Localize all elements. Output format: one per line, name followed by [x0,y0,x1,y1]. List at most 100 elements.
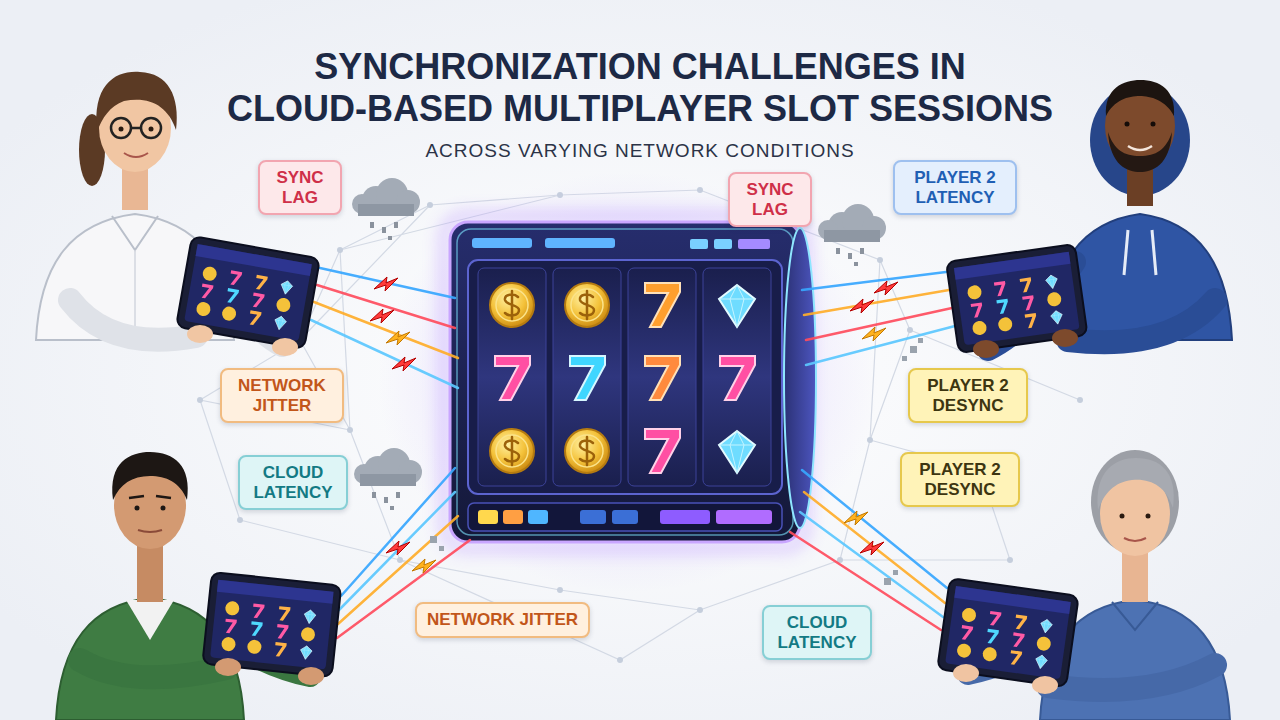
seven-symbol [495,356,530,400]
lightning-bolt [412,559,436,573]
eye [1120,514,1125,519]
machine-button [528,510,548,524]
title-word: CLOUD-BASED [227,88,493,129]
collar [112,216,158,250]
status-tag: CLOUD LATENCY [762,605,872,660]
button-bar [468,503,782,531]
seven-symbol [570,356,605,400]
web-dot [427,202,433,208]
debris [884,578,891,585]
tag-text: SYNC LAG [740,180,800,219]
title-word: SYNCHRONIZATION [314,46,661,87]
eye [1151,122,1156,127]
hood-string [1152,230,1156,275]
hood-string [1124,230,1128,275]
tag-text: PLAYER 2 DESYNC [920,376,1016,415]
hand [187,325,213,343]
eye [1125,122,1130,127]
seven-symbol [645,356,680,400]
signal-line [802,272,946,290]
lightning-bolt [392,357,416,371]
hand [215,658,241,676]
status-tag: PLAYER 2 DESYNC [900,452,1020,507]
title-word: SESSIONS [869,88,1053,129]
machine-button [612,510,638,524]
beard [1108,132,1172,172]
title-word [662,46,672,87]
tag-text: PLAYER 2 DESYNC [912,460,1008,499]
signal-line [806,308,952,340]
lightning-bolt [374,277,398,291]
debris [910,346,917,353]
mouth [124,153,148,157]
title-word: MULTIPLAYER [503,88,753,129]
tablet [946,244,1088,353]
eye [149,127,154,132]
signal-line [314,302,458,358]
hands [187,325,1078,694]
title-word [493,88,503,129]
hand [1052,329,1078,347]
status-tag: SYNC LAG [258,160,342,215]
coin-symbol [490,283,534,327]
label-block: ACROSS VARYING NETWORK CONDITIONS [0,140,1280,163]
top-bar [545,238,615,248]
machine-button [660,510,710,524]
title-word [859,88,869,129]
mouth [1128,146,1152,150]
seven-symbol [720,356,755,400]
top-button [690,239,708,249]
web-dot [197,397,203,403]
tablet [937,578,1079,687]
eye [135,506,140,511]
lightning-bolt [860,541,884,555]
glasses [141,118,161,138]
status-tag: CLOUD LATENCY [238,455,348,510]
slot-machine [444,216,816,548]
lightning-bolt [370,309,394,323]
lightning-bolts [370,277,898,573]
neck [1122,552,1148,602]
debris [430,536,437,543]
lightning-bolt [386,541,410,555]
lightning-bolt [386,331,410,345]
reel-cylinder [784,228,816,528]
glasses [111,118,131,138]
web-dot [877,257,883,263]
web-dot [557,587,563,593]
title-word: SLOT [763,88,859,129]
reel [703,268,771,486]
status-tag: PLAYER 2 LATENCY [893,160,1017,215]
web-dot [697,607,703,613]
title: SYNCHRONIZATION CHALLENGES IN CLOUD-BASE… [200,46,1080,131]
status-tag: NETWORK JITTER [220,368,344,423]
top-button [738,239,770,249]
t-shirt [126,600,174,640]
arm [1048,665,1215,690]
machine-button [503,510,523,524]
gem-symbol [719,285,755,327]
title-word [753,88,763,129]
web-dot [1077,397,1083,403]
hair [96,72,176,132]
signal-lines [311,268,955,638]
web-dot [397,557,403,563]
machine-halo [378,172,878,592]
signal-line [806,326,955,365]
machine-inner-edge [457,229,793,535]
signal-line [341,468,455,596]
web-dot [617,657,623,663]
collar [1112,602,1158,630]
status-tag: NETWORK JITTER [415,602,590,638]
hair [1098,458,1174,510]
hand [1032,676,1058,694]
title-word [920,46,930,87]
lightning-bolt [862,327,886,341]
debris [439,546,444,551]
coin-symbol [565,283,609,327]
lightning-bolt [874,281,898,295]
status-tag: PLAYER 2 DESYNC [908,368,1028,423]
storm-cloud [352,178,420,240]
eye [1146,514,1151,519]
tablet [202,572,341,677]
